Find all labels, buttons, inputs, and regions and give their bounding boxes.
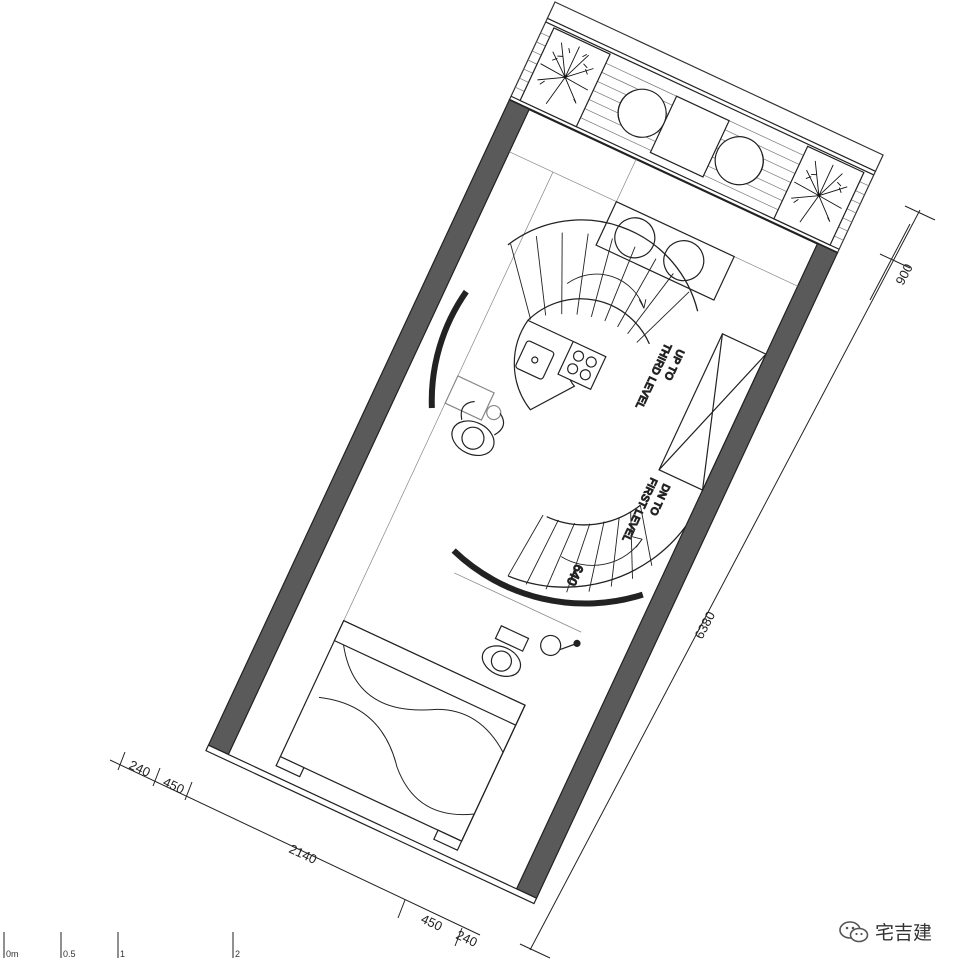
handrail-upper xyxy=(428,289,469,409)
scale-label-05: 0.5 xyxy=(63,949,76,959)
glazing-line xyxy=(508,98,838,254)
watermark: 宅吉建 xyxy=(839,918,932,945)
dim-450-bottom: 450 xyxy=(419,911,445,934)
planter-left xyxy=(519,27,611,128)
bed xyxy=(275,619,526,852)
dim-6380: 6380 xyxy=(691,609,718,642)
hob xyxy=(557,340,607,391)
planter-right xyxy=(773,145,865,246)
bottom-glazing xyxy=(205,744,538,905)
dim-240-bottom: 240 xyxy=(454,927,480,950)
scale-label-2: 2 xyxy=(235,949,240,959)
stair-up-flight xyxy=(507,219,699,345)
dimension-lines xyxy=(109,205,936,959)
scale-bar xyxy=(3,932,234,958)
storage-cabinet xyxy=(658,333,767,491)
handrail-lower xyxy=(451,548,644,607)
stair-dim-640: 640 xyxy=(564,562,587,588)
dim-450-left: 450 xyxy=(161,774,187,797)
stair-down-flight xyxy=(507,504,687,593)
sink xyxy=(515,340,555,380)
dim-2140: 2140 xyxy=(287,841,320,867)
lower-desk xyxy=(454,572,582,677)
bar-counter xyxy=(595,200,735,301)
wechat-icon xyxy=(839,920,869,942)
balcony-table-set xyxy=(617,88,764,186)
scale-label-1: 1 xyxy=(120,949,125,959)
dim-240-left: 240 xyxy=(127,757,153,780)
scale-label-0: 0m xyxy=(6,949,19,959)
dim-900: 900 xyxy=(892,261,915,287)
desk-with-person xyxy=(444,375,505,457)
watermark-text: 宅吉建 xyxy=(874,922,932,944)
kitchen-island xyxy=(513,319,607,411)
